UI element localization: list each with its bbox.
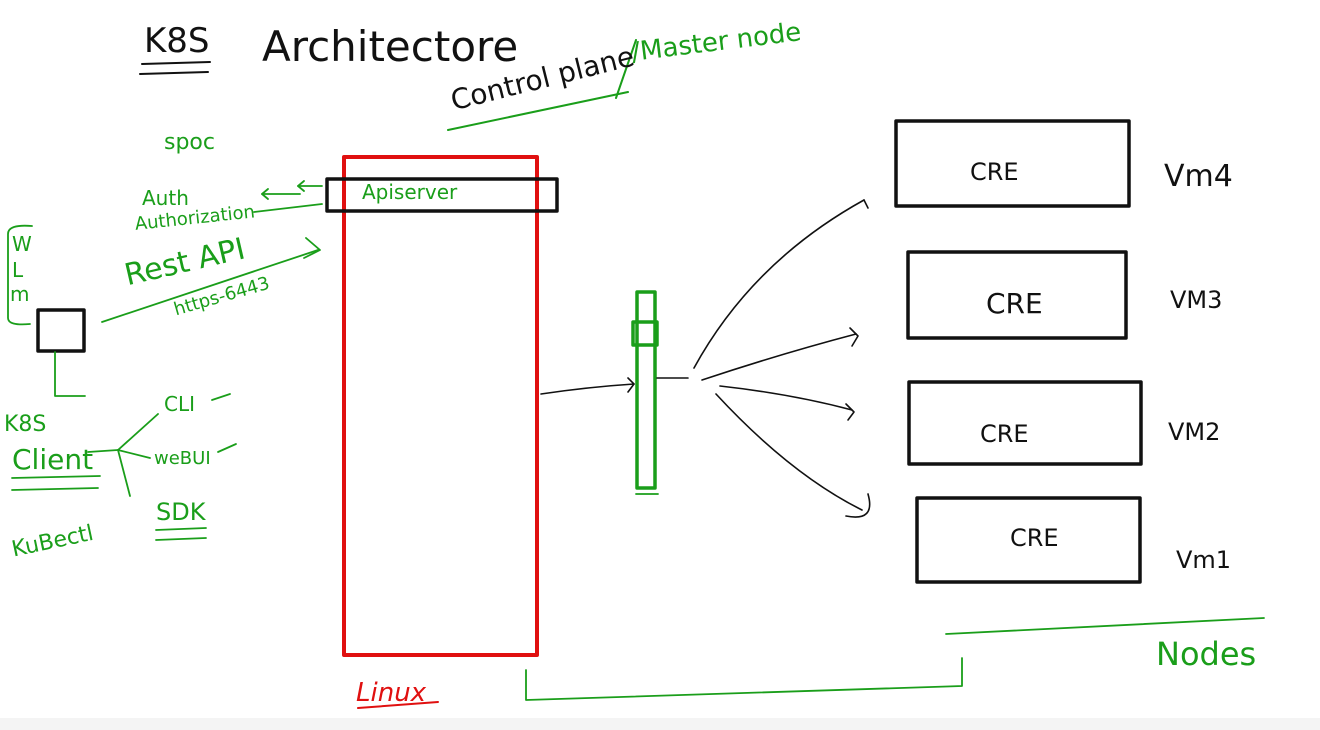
spoc-label: spoc (164, 130, 215, 155)
wlm-w-label: W (12, 232, 32, 256)
wlm-l-label: L (12, 258, 24, 282)
node-vm-label-vm4: Vm4 (1164, 159, 1233, 194)
title-k8s: K8S (144, 21, 210, 61)
client-box (36, 308, 86, 353)
rest-api-arrow (101, 249, 319, 323)
apiserver-box (325, 177, 559, 213)
linux-label: Linux (356, 678, 427, 708)
nodes-label: Nodes (1156, 635, 1257, 673)
node-box-vm2 (907, 380, 1143, 466)
node-box-vm4 (894, 119, 1131, 208)
linux-to-nodes-bracket (525, 657, 963, 701)
auth-arrows (253, 180, 323, 213)
title-architecture: Architectore (262, 22, 519, 71)
node-box-vm1 (915, 496, 1142, 584)
sdk-label: SDK (156, 498, 206, 526)
webui-label: weBUI (154, 448, 211, 469)
apiserver-label: Apiserver (362, 180, 458, 204)
title-underline (139, 61, 211, 75)
wlm-bracket (7, 224, 33, 326)
node-cre-label-vm3: CRE (986, 287, 1043, 320)
client-branches (11, 393, 237, 541)
master-to-gateway-arrowhead (627, 377, 635, 393)
node-vm-label-vm2: VM2 (1168, 418, 1221, 446)
rest-api-arrowhead (303, 237, 321, 259)
linux-underline (357, 701, 439, 709)
node-cre-label-vm2: CRE (980, 420, 1029, 448)
client-label: Client (12, 443, 94, 476)
cli-label: CLI (164, 392, 196, 416)
node-boxes (894, 119, 1143, 584)
node-vm-label-vm1: Vm1 (1176, 546, 1232, 574)
master-to-gateway-arrow (540, 383, 635, 395)
node-box-vm3 (906, 250, 1128, 340)
node-cre-label-vm1: CRE (1010, 524, 1059, 552)
wlm-m-label: m (10, 282, 30, 306)
node-connectors (693, 199, 871, 518)
client-k8s-label: K8S (4, 412, 47, 437)
node-vm-label-vm3: VM3 (1170, 286, 1223, 314)
nodes-underline (945, 617, 1265, 635)
canvas-bottom-edge (0, 718, 1320, 730)
master-node-box (342, 155, 539, 657)
node-cre-label-vm4: CRE (970, 158, 1019, 186)
client-stem (54, 351, 86, 397)
gateway-bar (635, 290, 657, 490)
control-plane-underline (447, 39, 637, 131)
gateway-slot (631, 320, 659, 347)
auth-label: Auth (142, 186, 189, 210)
